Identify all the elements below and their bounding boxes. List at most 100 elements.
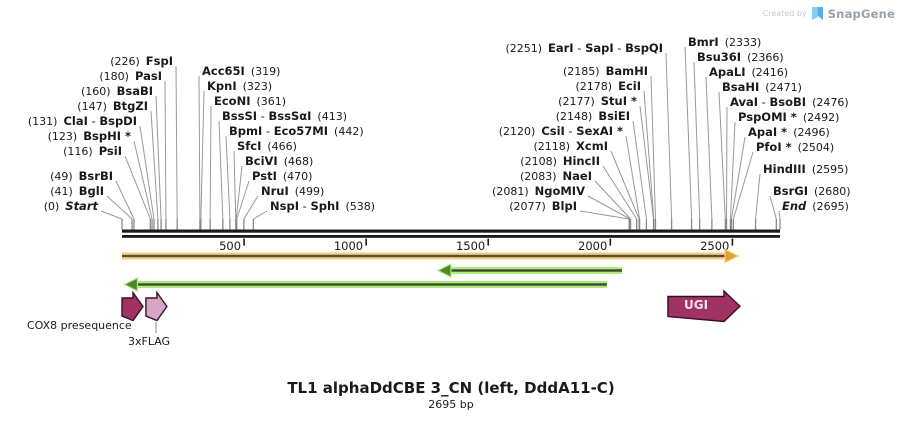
enzyme-connector-line xyxy=(632,120,647,220)
enzyme-label-NruI[interactable]: NruI(499) xyxy=(261,184,325,198)
snapgene-logo-icon xyxy=(811,7,823,20)
enzyme-label-Acc65I[interactable]: Acc65I(319) xyxy=(202,64,281,78)
alignment-arrow-bottom-arrowhead xyxy=(123,277,139,292)
enzyme-label-SfcI[interactable]: SfcI(466) xyxy=(237,139,297,153)
enzyme-connector-line xyxy=(155,95,162,220)
enzyme-connector-line xyxy=(693,61,701,220)
enzyme-label-BsaHI[interactable]: BsaHI(2471) xyxy=(722,80,802,94)
enzyme-connector-line xyxy=(643,90,655,220)
enzyme-label-EarI-SapI-BspQI[interactable]: (2251)EarI - SapI - BspQI xyxy=(505,41,663,55)
enzyme-connector-line xyxy=(705,76,713,220)
enzyme-label-NaeI[interactable]: (2083)NaeI xyxy=(519,169,592,183)
cox8-presequence-arrow[interactable] xyxy=(121,290,144,322)
enzyme-label-Start[interactable]: (0)Start xyxy=(43,199,98,213)
enzyme-label-EciI[interactable]: (2178)EciI xyxy=(575,79,641,93)
enzyme-label-ClaI-BspDI[interactable]: (131)ClaI - BspDI xyxy=(27,114,137,128)
enzyme-label-BspHI[interactable]: (123)BspHI * xyxy=(47,129,131,143)
enzyme-connector-line xyxy=(225,135,231,220)
3xflag-label[interactable]: 3xFLAG xyxy=(128,335,171,348)
enzyme-connector-line xyxy=(133,140,153,220)
enzyme-label-ApaI[interactable]: ApaI *(2496) xyxy=(748,125,830,139)
enzyme-label-BamHI[interactable]: (2185)BamHI xyxy=(563,64,648,78)
enzyme-connector-line xyxy=(100,210,123,220)
enzyme-connector-line xyxy=(587,195,631,220)
ruler-tick-label: 500 xyxy=(219,239,241,253)
alignment-arrow-top-core xyxy=(450,269,623,272)
enzyme-connector-line xyxy=(175,65,178,220)
map-title: TL1 alphaDdCBE 3_CN (left, DddA11-C) xyxy=(287,379,615,397)
enzyme-connector-line xyxy=(769,195,777,220)
watermark-created-by: Created by xyxy=(762,9,807,18)
enzyme-connector-line xyxy=(610,150,640,220)
enzyme-connector-line xyxy=(730,136,746,220)
orf-arrow-arrowhead xyxy=(724,248,740,264)
enzyme-label-PsiI[interactable]: (116)PsiI xyxy=(63,144,122,158)
enzyme-connector-line xyxy=(139,125,155,220)
3xflag-arrow[interactable] xyxy=(145,290,168,322)
enzyme-label-PasI[interactable]: (180)PasI xyxy=(99,69,162,83)
enzyme-label-BsrGI[interactable]: BsrGI(2680) xyxy=(773,184,851,198)
enzyme-label-BssSI-BssSI[interactable]: BssSI - BssSαI(413) xyxy=(222,109,348,123)
enzyme-label-HincII[interactable]: (2108)HincII xyxy=(520,154,600,168)
enzyme-label-BmrI[interactable]: BmrI(2333) xyxy=(688,35,762,49)
enzyme-label-BpmI-Eco57MI[interactable]: BpmI - Eco57MI(442) xyxy=(229,124,364,138)
enzyme-connector-line xyxy=(778,210,781,220)
enzyme-label-BlpI[interactable]: (2077)BlpI xyxy=(509,199,577,213)
enzyme-connector-line xyxy=(209,105,212,220)
enzyme-connector-line xyxy=(233,150,237,220)
enzyme-label-BsaBI[interactable]: (160)BsaBI xyxy=(80,84,153,98)
enzyme-connector-line xyxy=(718,91,726,220)
enzyme-connector-line xyxy=(579,210,630,220)
ruler-tick-label: 1000 xyxy=(334,239,363,253)
enzyme-connector-line xyxy=(253,210,268,220)
enzyme-connector-line xyxy=(602,165,638,220)
ugi-label[interactable]: UGI xyxy=(683,298,709,312)
enzyme-label-End[interactable]: End(2695) xyxy=(782,199,849,213)
enzyme-label-HindIII[interactable]: HindIII(2595) xyxy=(763,162,849,176)
enzyme-label-StuI[interactable]: (2177)StuI * xyxy=(558,94,637,108)
enzyme-connector-line xyxy=(164,80,167,220)
map-length: 2695 bp xyxy=(428,398,474,411)
enzyme-connector-line xyxy=(198,75,201,220)
enzyme-label-PspOMI[interactable]: PspOMI *(2492) xyxy=(738,110,840,124)
enzyme-label-BsrBI[interactable]: (49)BsrBI xyxy=(50,169,113,183)
watermark: Created by SnapGene xyxy=(763,6,895,21)
ruler-tick-label: 1500 xyxy=(456,239,485,253)
enzyme-label-BtgZI[interactable]: (147)BtgZI xyxy=(77,99,148,113)
ugi-arrow[interactable] xyxy=(667,289,741,323)
enzyme-label-PstI[interactable]: PstI(470) xyxy=(252,169,313,183)
enzyme-label-EcoNI[interactable]: EcoNI(361) xyxy=(214,94,287,108)
ruler-tick-label: 2500 xyxy=(700,239,729,253)
ruler-bottom-bar xyxy=(122,235,780,238)
enzyme-label-AvaI-BsoBI[interactable]: AvaI - BsoBI(2476) xyxy=(730,95,849,109)
enzyme-connector-line xyxy=(150,110,159,220)
enzyme-label-BglI[interactable]: (41)BglI xyxy=(50,184,104,198)
enzyme-connector-line xyxy=(124,155,151,220)
enzyme-label-BciVI[interactable]: BciVI(468) xyxy=(245,154,314,168)
enzyme-label-ApaLI[interactable]: ApaLI(2416) xyxy=(709,65,789,79)
enzyme-label-NgoMIV[interactable]: (2081)NgoMIV xyxy=(492,184,585,198)
orf-arrow-core xyxy=(122,254,726,258)
enzyme-label-KpnI[interactable]: KpnI(323) xyxy=(207,79,273,93)
alignment-arrow-bottom-core xyxy=(137,283,607,286)
enzyme-connector-line xyxy=(218,120,224,220)
enzyme-connector-line xyxy=(729,121,736,220)
enzyme-label-BsiEI[interactable]: (2148)BsiEI xyxy=(555,109,630,123)
enzyme-label-XcmI[interactable]: (2118)XcmI xyxy=(533,139,608,153)
enzyme-label-CsiI-SexAI[interactable]: (2120)CsiI - SexAI * xyxy=(498,124,623,138)
cox8-presequence-label[interactable]: COX8 presequence xyxy=(27,319,132,332)
enzyme-connector-line xyxy=(755,173,761,220)
enzyme-connector-line xyxy=(684,46,693,220)
enzyme-connector-line xyxy=(236,180,250,220)
enzyme-label-PfoI[interactable]: PfoI *(2504) xyxy=(756,140,835,154)
alignment-arrow-top-arrowhead xyxy=(436,263,452,278)
enzyme-connector-line xyxy=(665,52,673,220)
enzyme-connector-line xyxy=(650,75,656,220)
enzyme-connector-line xyxy=(235,165,243,220)
enzyme-label-NspI-SphI[interactable]: NspI - SphI(538) xyxy=(270,199,376,213)
enzyme-label-Bsu36I[interactable]: Bsu36I(2366) xyxy=(697,50,784,64)
enzyme-label-FspI[interactable]: (226)FspI xyxy=(110,54,173,68)
enzyme-connector-line xyxy=(639,105,655,220)
